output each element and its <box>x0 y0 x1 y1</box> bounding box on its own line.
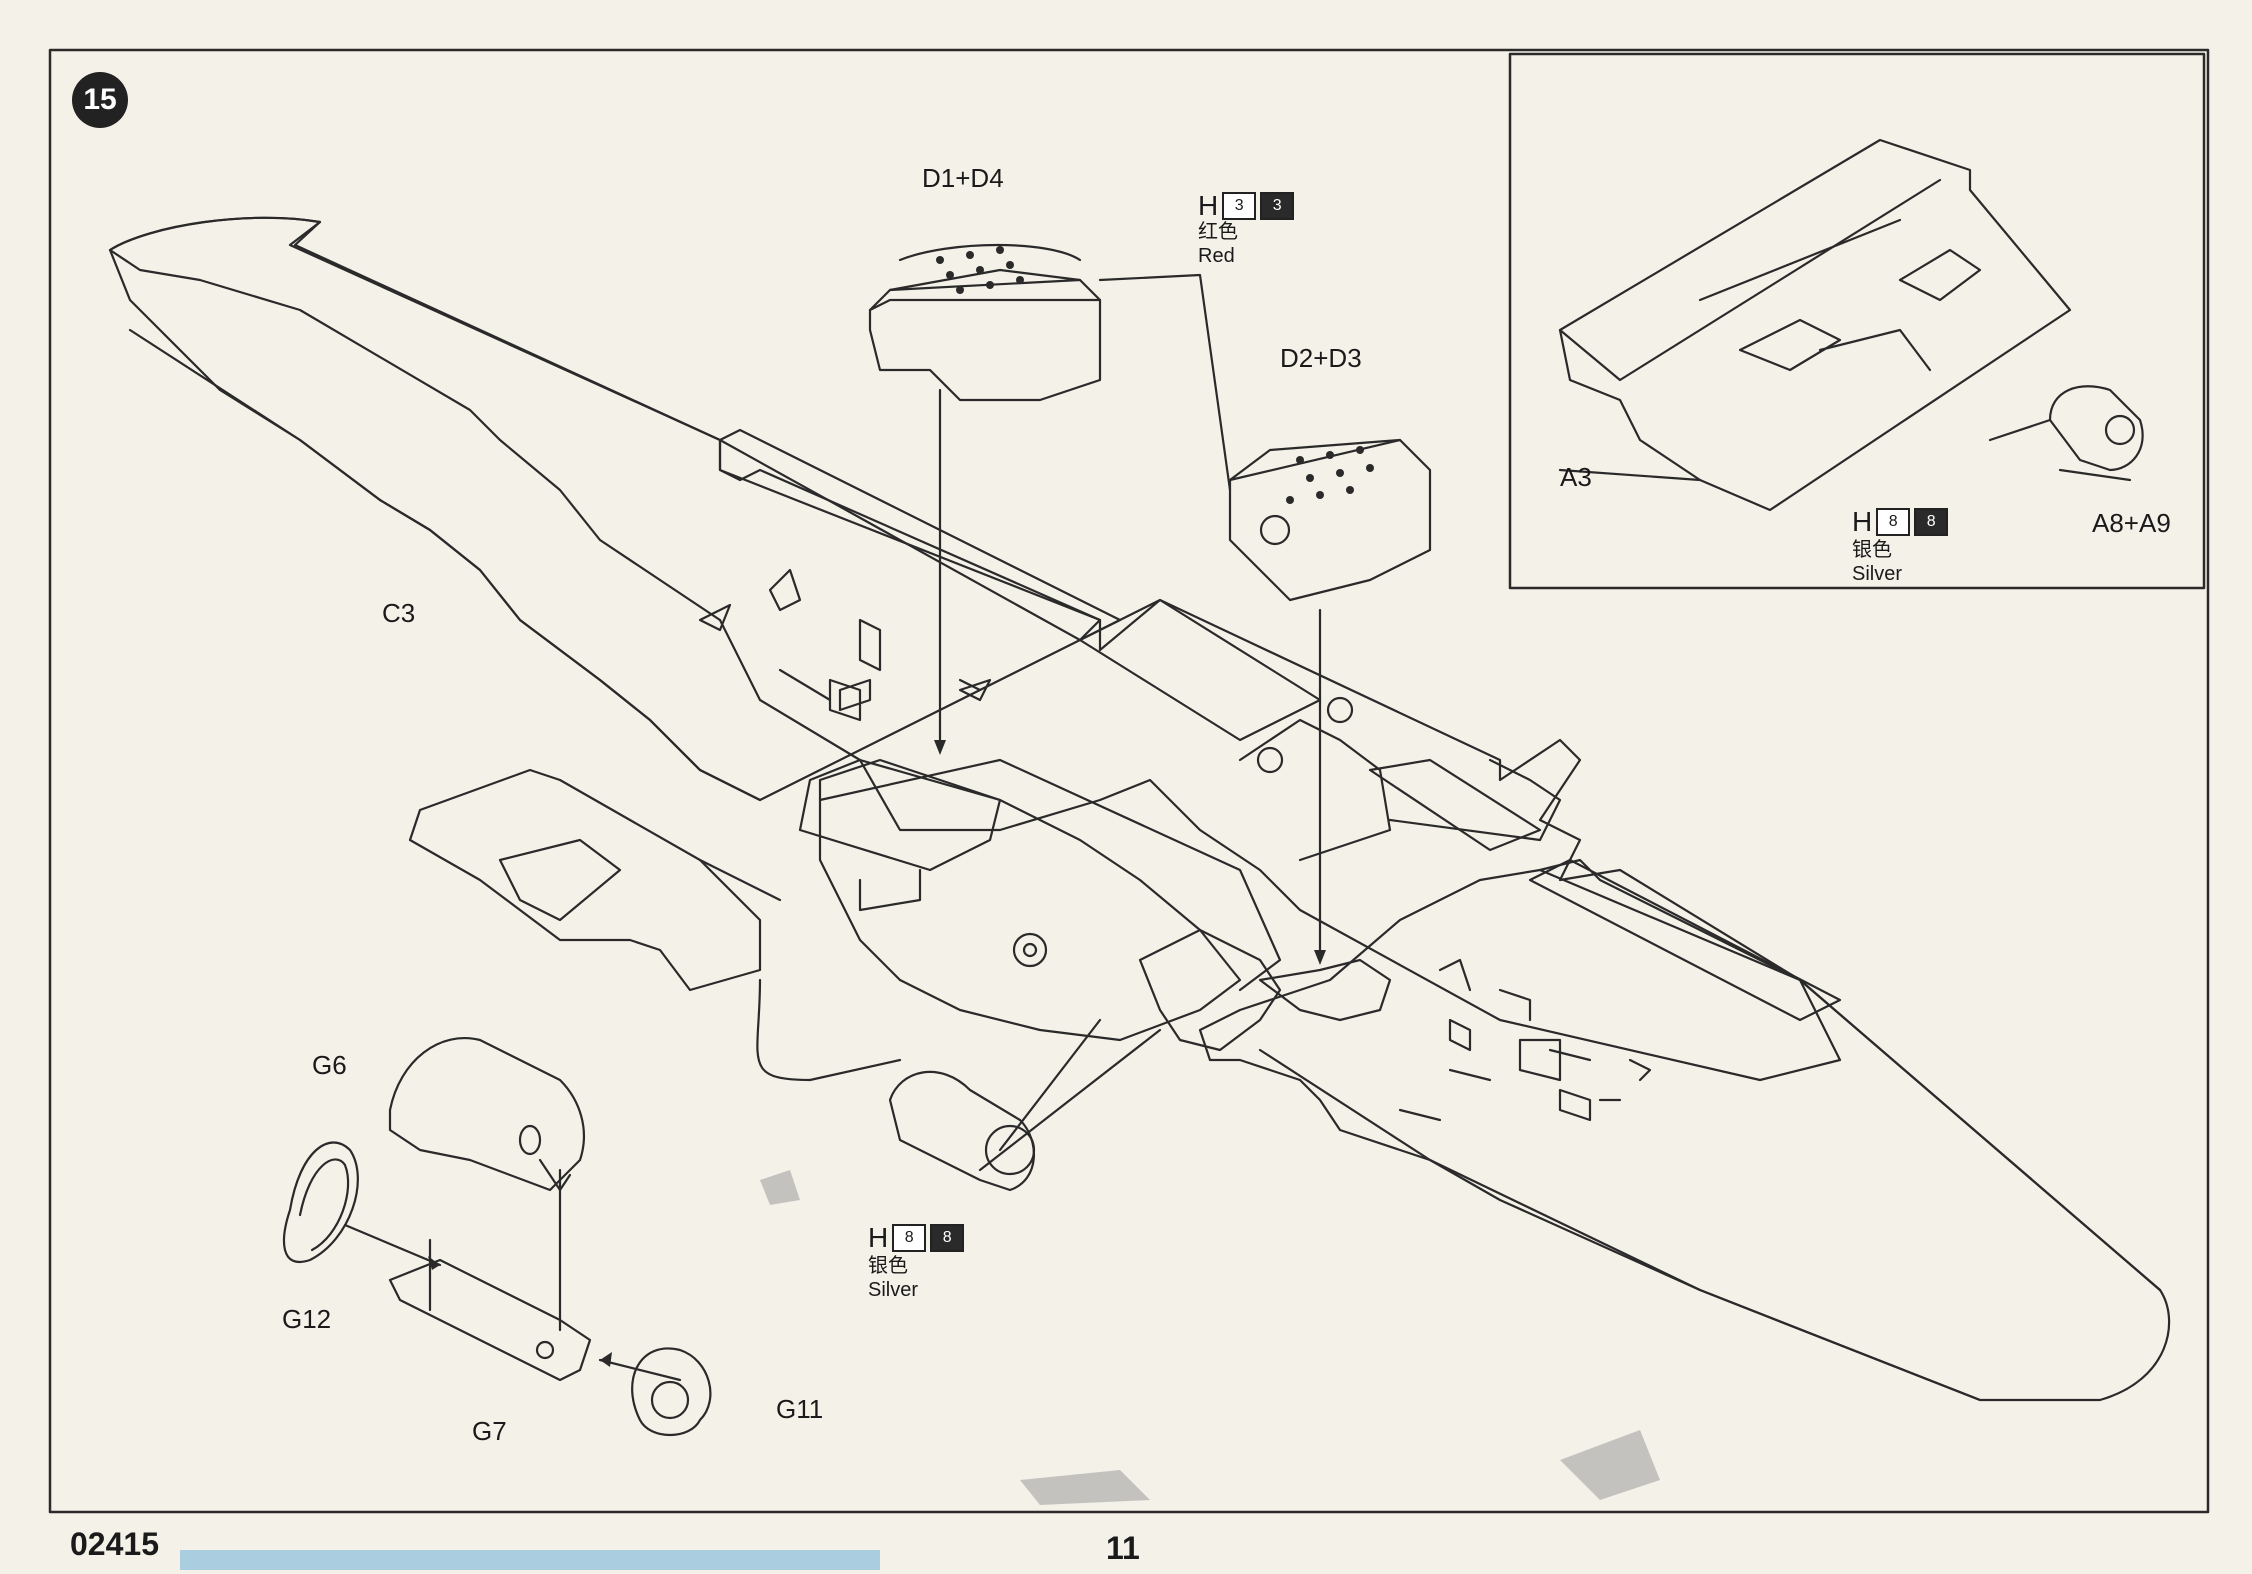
part-g11 <box>631 1347 712 1437</box>
label-d1-d4: D1+D4 <box>922 163 1004 193</box>
paint-callout-silver-main: H 8 8 <box>868 1222 965 1254</box>
kit-number: 02415 <box>70 1526 159 1562</box>
label-d2-d3: D2+D3 <box>1280 343 1362 373</box>
part-d1-d4 <box>868 243 1102 402</box>
paint-silver-main-english: Silver <box>868 1279 919 1301</box>
part-silver-cylinder <box>888 1018 1162 1192</box>
part-d2-d3 <box>1228 438 1432 602</box>
label-g6: G6 <box>312 1050 347 1080</box>
label-a8-a9: A8+A9 <box>2092 508 2171 538</box>
paint-code-dark: 3 <box>1260 192 1295 220</box>
paint-code-dark: 8 <box>1914 508 1949 536</box>
label-g12: G12 <box>282 1304 332 1334</box>
paint-code-light: 8 <box>892 1224 927 1252</box>
part-g6 <box>388 1037 585 1192</box>
paint-callout-silver-inset: H 8 8 <box>1852 506 1949 538</box>
arrow-d2d3 <box>1314 950 1326 965</box>
paint-silver-inset-chinese: 银色 <box>1852 539 1892 561</box>
arrow-g12 <box>428 1256 440 1270</box>
part-g7 <box>388 1168 592 1382</box>
paint-callout-red: H 3 3 <box>1198 190 1295 222</box>
paint-silver-main-chinese: 银色 <box>868 1255 908 1277</box>
label-g7: G7 <box>472 1416 507 1446</box>
paint-prefix: H <box>1852 506 1873 537</box>
arrow-g11 <box>600 1352 612 1367</box>
inset-assembly <box>1558 138 2144 512</box>
paint-code-dark: 8 <box>930 1224 965 1252</box>
step-number: 15 <box>83 83 117 116</box>
wing-center-section <box>108 216 2171 1402</box>
paint-red-english: Red <box>1198 245 1235 267</box>
arrow-d1d4 <box>934 740 946 755</box>
label-a3: A3 <box>1560 462 1592 492</box>
paint-prefix: H <box>1198 190 1219 221</box>
part-g12 <box>282 1141 359 1263</box>
paint-prefix: H <box>868 1222 889 1253</box>
paint-code-light: 8 <box>1876 508 1911 536</box>
part-fuselage-side <box>408 768 902 1082</box>
label-g11: G11 <box>776 1394 824 1424</box>
step-number-badge: 15 <box>72 72 128 128</box>
step-frame <box>48 48 2210 1514</box>
paint-code-light: 3 <box>1222 192 1257 220</box>
paint-silver-inset-english: Silver <box>1852 563 1903 585</box>
page-number: 11 <box>1106 1530 1140 1566</box>
label-c3: C3 <box>382 598 416 628</box>
inset-frame <box>1508 52 2206 590</box>
paint-red-chinese: 红色 <box>1198 221 1238 243</box>
